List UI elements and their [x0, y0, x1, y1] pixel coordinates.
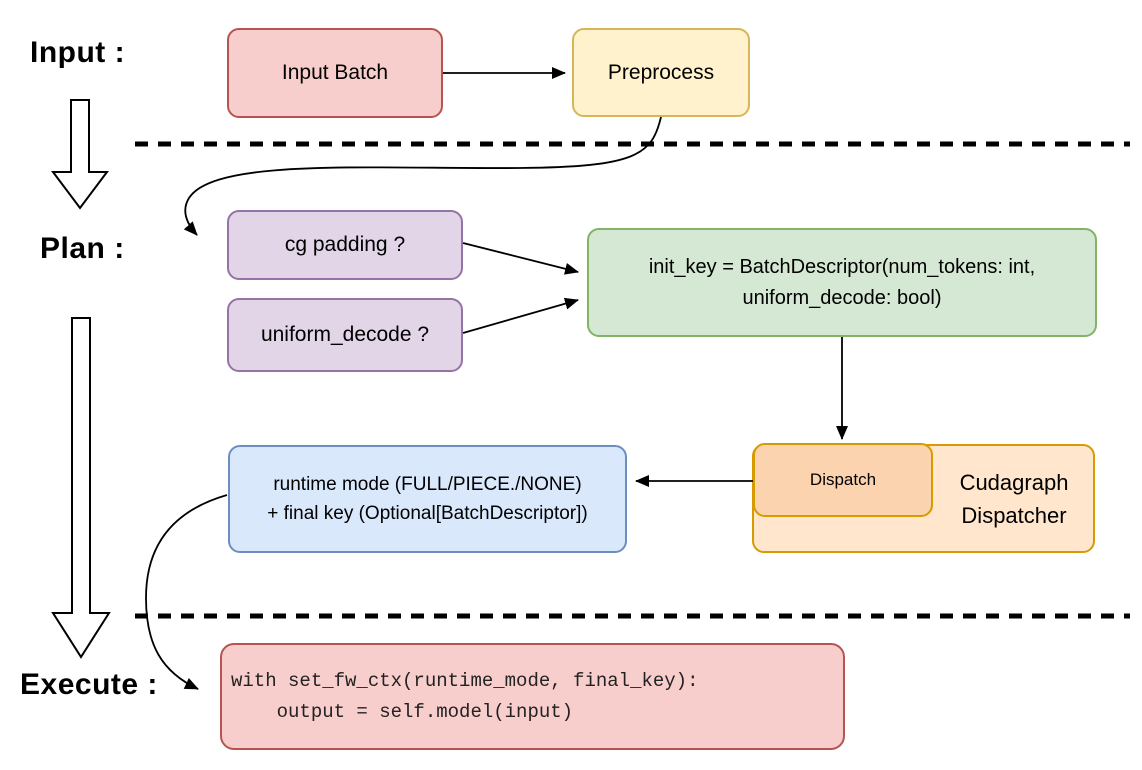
node-dispatch-label: Dispatch — [809, 470, 877, 489]
node-preprocess: Preprocess — [572, 28, 750, 117]
stage-label-input: Input : — [30, 36, 126, 69]
node-uniform-decode: uniform_decode ? — [227, 298, 463, 372]
node-cudagraph-dispatcher-line1: Cudagraph — [959, 469, 1069, 495]
node-execute-code: with set_fw_ctx(runtime_mode, final_key)… — [220, 643, 845, 750]
node-cg-padding: cg padding ? — [227, 210, 463, 280]
node-runtime-mode: runtime mode (FULL/PIECE./NONE) + final … — [228, 445, 627, 553]
node-dispatch: Dispatch — [753, 443, 933, 517]
node-input-batch-label: Input Batch — [281, 61, 389, 84]
node-cudagraph-dispatcher-line2: Dispatcher — [961, 502, 1067, 528]
node-init-key: init_key = BatchDescriptor(num_tokens: i… — [587, 228, 1097, 337]
stage-arrow-plan-to-execute — [51, 317, 111, 659]
arrow-uniformdecode-to-initkey — [462, 297, 579, 334]
node-init-key-line2: uniform_decode: bool) — [742, 286, 942, 309]
arrow-cgpadding-to-initkey — [462, 242, 579, 275]
node-cg-padding-label: cg padding ? — [284, 233, 406, 256]
stage-label-execute: Execute : — [20, 668, 158, 701]
stage-label-plan: Plan : — [40, 232, 125, 265]
arrow-runtimemode-to-executecode — [145, 494, 228, 690]
node-init-key-line1: init_key = BatchDescriptor(num_tokens: i… — [648, 255, 1036, 278]
node-execute-code-line2: output = self.model(input) — [231, 700, 574, 723]
stage-arrow-input-to-plan — [51, 99, 109, 210]
node-uniform-decode-label: uniform_decode ? — [260, 323, 430, 346]
node-runtime-mode-line1: runtime mode (FULL/PIECE./NONE) — [273, 474, 582, 495]
node-preprocess-label: Preprocess — [607, 60, 715, 84]
node-runtime-mode-line2: + final key (Optional[BatchDescriptor]) — [267, 503, 588, 524]
node-input-batch: Input Batch — [227, 28, 443, 118]
node-execute-code-line1: with set_fw_ctx(runtime_mode, final_key)… — [231, 669, 699, 692]
